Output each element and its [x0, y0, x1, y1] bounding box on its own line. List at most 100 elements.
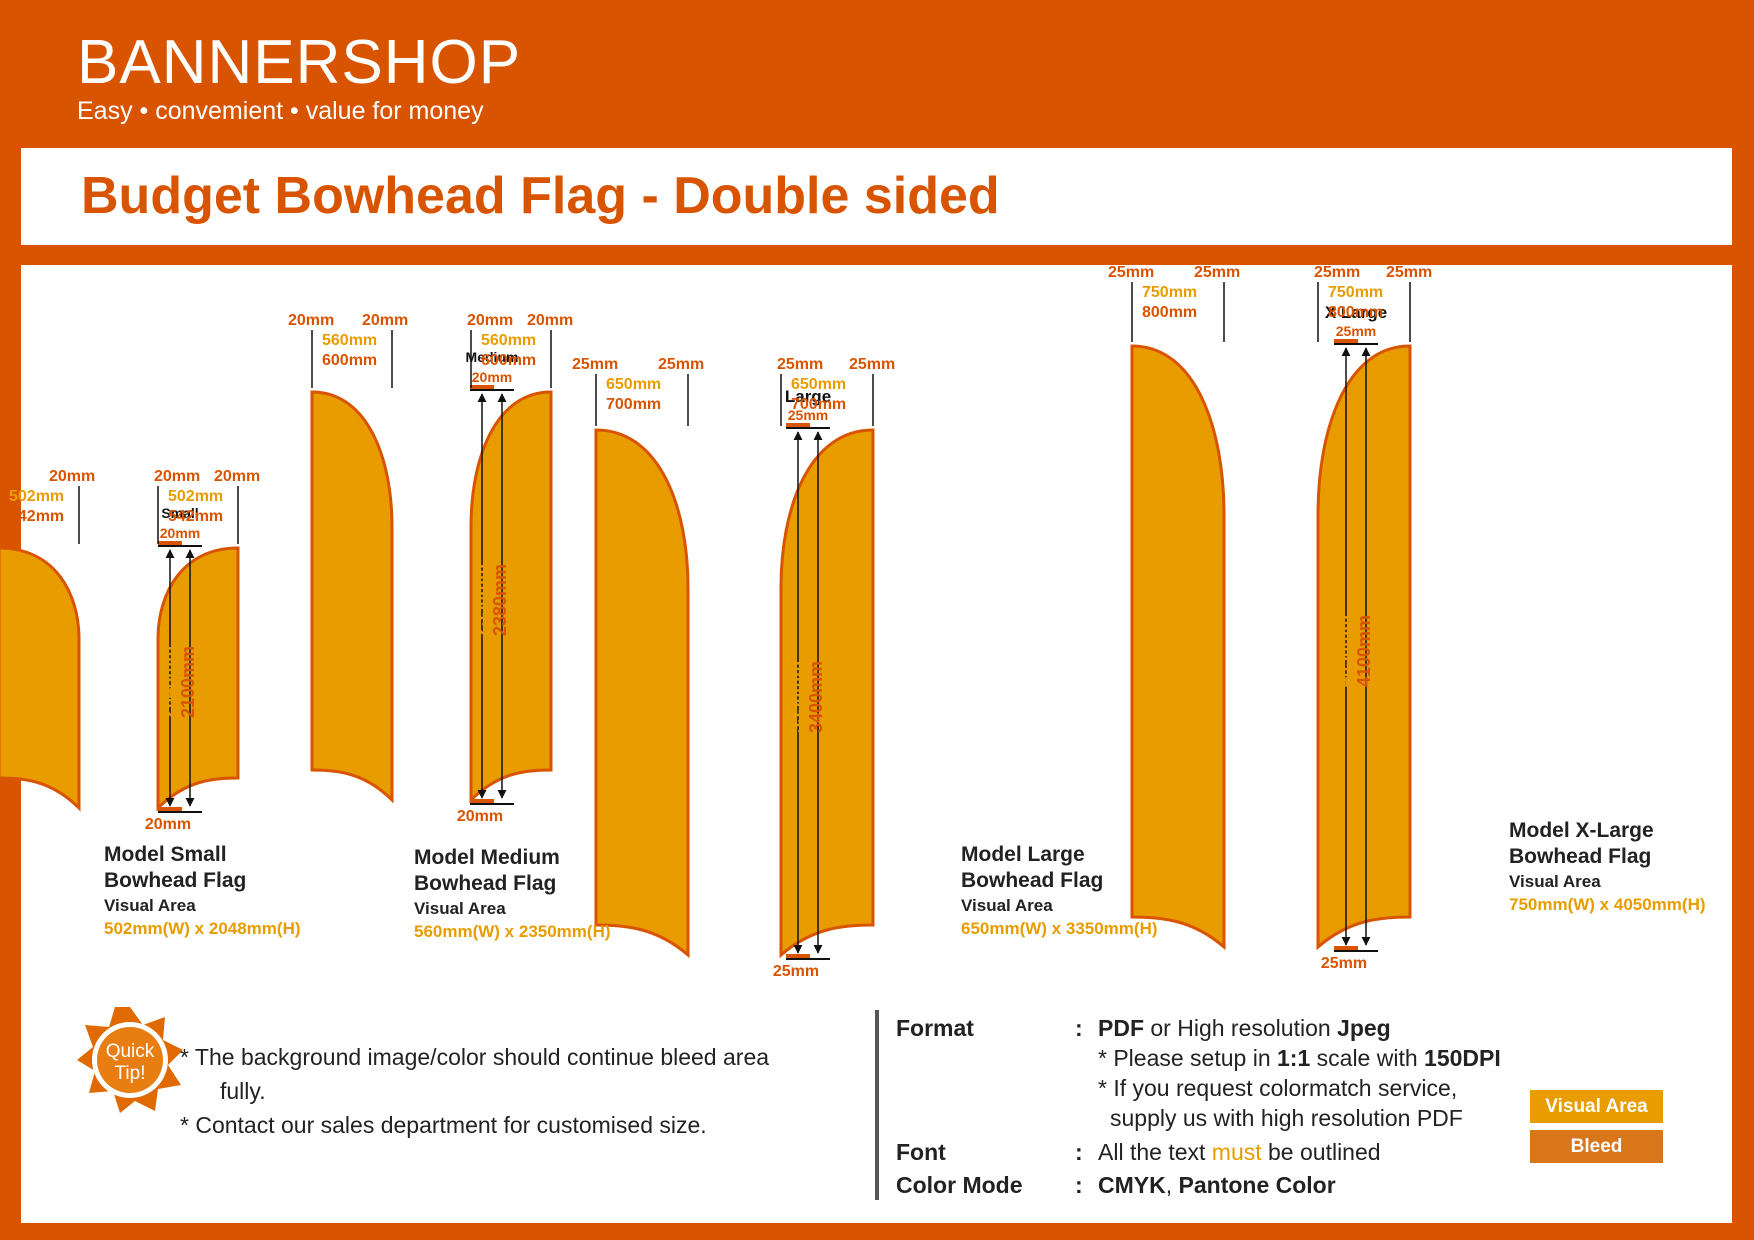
width-total-right: 700mm — [791, 396, 847, 413]
color-sep: , — [1165, 1172, 1179, 1198]
format-pdf: PDF — [1098, 1015, 1144, 1041]
quick-tip-line2: Tip! — [115, 1063, 146, 1084]
model-caption-small: Model Small Bowhead Flag Visual Area 502… — [104, 842, 301, 940]
flag-right-large — [779, 428, 875, 959]
tip-line-2: fully. — [220, 1078, 266, 1104]
flag-left-medium — [310, 390, 394, 804]
bleed-label-right-inner: 20mm — [154, 468, 201, 485]
spec-color-label: Color Mode — [896, 1170, 1023, 1200]
pole-top-label: 25mm — [787, 407, 829, 423]
bleed-label-left-outer: 25mm — [572, 356, 619, 373]
height-visual-label: 4050mm — [1334, 614, 1354, 687]
font-label: Font — [896, 1139, 946, 1165]
bleed-label-left-inner: 25mm — [1194, 264, 1241, 281]
size-label: Medium — [465, 349, 519, 365]
spec-divider — [875, 1010, 879, 1200]
width-total-left: 542mm — [9, 508, 65, 525]
size-label: Small — [161, 505, 199, 521]
quick-tip-text: * The background image/color should cont… — [180, 1040, 860, 1142]
height-visual-label: 3350mm — [786, 660, 806, 733]
flag-left-large — [594, 428, 690, 959]
width-total-right: 542mm — [168, 508, 224, 525]
flag-right-small — [156, 546, 240, 812]
model-caption-xlarge: Model X-Large Bowhead Flag Visual Area 7… — [1509, 818, 1706, 916]
width-visual-right: 560mm — [481, 332, 537, 349]
bleed-label-right-inner: 25mm — [777, 356, 824, 373]
pole-bottom-label: 25mm — [772, 963, 820, 980]
visual-area-dims: 502mm(W) x 2048mm(H) — [104, 919, 301, 938]
bleed-label-left-inner: 20mm — [362, 312, 409, 329]
spec-font-colon: : — [1075, 1137, 1083, 1167]
height-total-label: 4100mm — [1354, 614, 1374, 687]
tip-line-3: * Contact our sales department for custo… — [180, 1112, 707, 1138]
width-visual-right: 502mm — [168, 488, 224, 505]
flag-left-small — [0, 546, 81, 812]
height-total-label: 3400mm — [806, 660, 826, 733]
bleed-label-right-outer: 20mm — [214, 468, 261, 485]
width-visual-left: 750mm — [1142, 284, 1198, 301]
spec-colormatch-2: supply us with high resolution PDF — [1110, 1103, 1463, 1133]
colon: : — [1075, 1139, 1083, 1165]
colon: : — [1075, 1015, 1083, 1041]
setup-scale: 1:1 — [1277, 1045, 1311, 1071]
tip-line-1: * The background image/color should cont… — [180, 1044, 770, 1070]
spec-format-value: PDF or High resolution Jpeg — [1098, 1013, 1391, 1043]
pole-bottom-label: 20mm — [144, 816, 192, 833]
color-cmyk: CMYK — [1098, 1172, 1166, 1198]
color-mode-label: Color Mode — [896, 1172, 1023, 1198]
size-label: X Large — [1324, 303, 1388, 322]
model-name-line1: Model Small — [104, 843, 227, 866]
pole-bottom-label: 25mm — [1320, 955, 1368, 972]
height-total-label: 2380mm — [490, 563, 510, 636]
font-c: be outlined — [1261, 1139, 1381, 1165]
size-label: Large — [784, 387, 832, 406]
colormatch-line2: supply us with high resolution PDF — [1110, 1105, 1463, 1131]
width-visual-left: 502mm — [9, 488, 65, 505]
width-visual-right: 650mm — [791, 376, 847, 393]
format-or: or High resolution — [1144, 1015, 1338, 1041]
visual-area-label: Visual Area — [104, 896, 196, 915]
height-total-label: 2100mm — [178, 645, 198, 718]
quick-tip-line1: Quick — [106, 1041, 155, 1062]
bleed-label-right-outer: 20mm — [527, 312, 574, 329]
model-name-line2: Bowhead Flag — [414, 872, 557, 895]
bleed-label-right-inner: 20mm — [467, 312, 514, 329]
bleed-label-left-inner: 25mm — [658, 356, 705, 373]
spec-color-value: CMYK, Pantone Color — [1098, 1170, 1336, 1200]
model-name-line1: Model Medium — [414, 846, 560, 869]
setup-c: scale with — [1310, 1045, 1425, 1071]
bleed-label-left-outer: 20mm — [0, 468, 22, 485]
legend-bleed: Bleed — [1530, 1130, 1663, 1163]
visual-area-dims: 750mm(W) x 4050mm(H) — [1509, 895, 1706, 914]
width-total-left: 700mm — [606, 396, 662, 413]
bleed-label-left-outer: 20mm — [288, 312, 335, 329]
height-visual-label: 2048mm — [158, 645, 178, 718]
width-total-right: 800mm — [1328, 304, 1384, 321]
width-visual-left: 560mm — [322, 332, 378, 349]
setup-a: * Please setup in — [1098, 1045, 1278, 1071]
pole-top-label: 25mm — [1335, 323, 1377, 339]
width-visual-right: 750mm — [1328, 284, 1384, 301]
spec-font-label: Font — [896, 1137, 946, 1167]
title-band: Budget Bowhead Flag - Double sided — [21, 148, 1732, 245]
pole-top-label: 20mm — [471, 369, 513, 385]
model-name-line2: Bowhead Flag — [1509, 845, 1652, 868]
width-total-right: 600mm — [481, 352, 537, 369]
model-caption-medium: Model Medium Bowhead Flag Visual Area 56… — [414, 845, 611, 943]
brand-logo: BANNERSHOP Easy • convemient • value for… — [77, 30, 521, 126]
colormatch-line1: * If you request colormatch service, — [1098, 1075, 1458, 1101]
visual-area-dims: 650mm(W) x 3350mm(H) — [961, 919, 1158, 938]
spec-color-colon: : — [1075, 1170, 1083, 1200]
brand-name: BANNERSHOP — [77, 28, 522, 97]
bleed-label-left-inner: 20mm — [49, 468, 96, 485]
width-total-left: 800mm — [1142, 304, 1198, 321]
page-title: Budget Bowhead Flag - Double sided — [81, 167, 1000, 225]
bleed-label-right-inner: 25mm — [1314, 264, 1361, 281]
visual-area-dims: 560mm(W) x 2350mm(H) — [414, 922, 611, 941]
format-jpeg: Jpeg — [1337, 1015, 1391, 1041]
font-a: All the text — [1098, 1139, 1212, 1165]
format-label: Format — [896, 1015, 974, 1041]
model-caption-large: Model Large Bowhead Flag Visual Area 650… — [961, 842, 1158, 940]
bleed-label-left-outer: 25mm — [1108, 264, 1155, 281]
